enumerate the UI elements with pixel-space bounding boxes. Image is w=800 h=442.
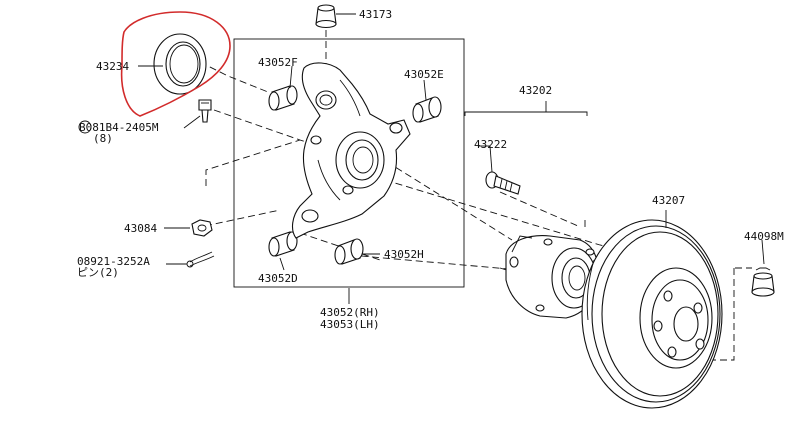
label-43207: 43207: [652, 194, 685, 207]
label-43052h: 43052H: [384, 248, 424, 261]
knuckle-body: [291, 62, 411, 239]
hub-group-bracket: [464, 101, 588, 116]
label-43052f: 43052F: [258, 56, 298, 69]
label-43052d: 43052D: [258, 272, 298, 285]
label-43173: 43173: [359, 8, 392, 21]
knuckle-group-frame: [233, 38, 465, 288]
bushing-icon: [334, 238, 364, 265]
seal-ring-icon: [153, 33, 207, 95]
bushing-icon: [268, 231, 298, 257]
label-knuckle-rh: 43052(RH): [320, 306, 380, 319]
bolt-marker-b: [78, 120, 92, 134]
bolt-icon: [198, 99, 212, 123]
label-43202: 43202: [519, 84, 552, 97]
bushing-icon: [268, 85, 298, 111]
cap-icon: [315, 4, 337, 29]
cap-icon: [751, 267, 775, 297]
label-43222: 43222: [474, 138, 507, 151]
brake-disc-icon: [581, 219, 723, 409]
highlight-circle: [120, 11, 231, 117]
leader-lines: [183, 65, 765, 304]
bushing-icon: [412, 96, 442, 123]
label-bolt-part: B081B4-2405M: [79, 121, 159, 134]
label-43084: 43084: [124, 222, 157, 235]
cotter-pin-icon: [186, 251, 215, 268]
bolt-icon: [485, 171, 521, 195]
label-bolt-qty: (8): [93, 132, 113, 145]
label-cotter-pin-part: 08921-3252A: [77, 255, 150, 268]
label-cotter-pin-qty: ピン(2): [77, 266, 119, 279]
nut-icon: [191, 219, 213, 237]
label-knuckle-lh: 43053(LH): [320, 318, 380, 331]
label-43234: 43234: [96, 60, 129, 73]
label-43052e: 43052E: [404, 68, 444, 81]
label-44098m: 44098M: [744, 230, 784, 243]
